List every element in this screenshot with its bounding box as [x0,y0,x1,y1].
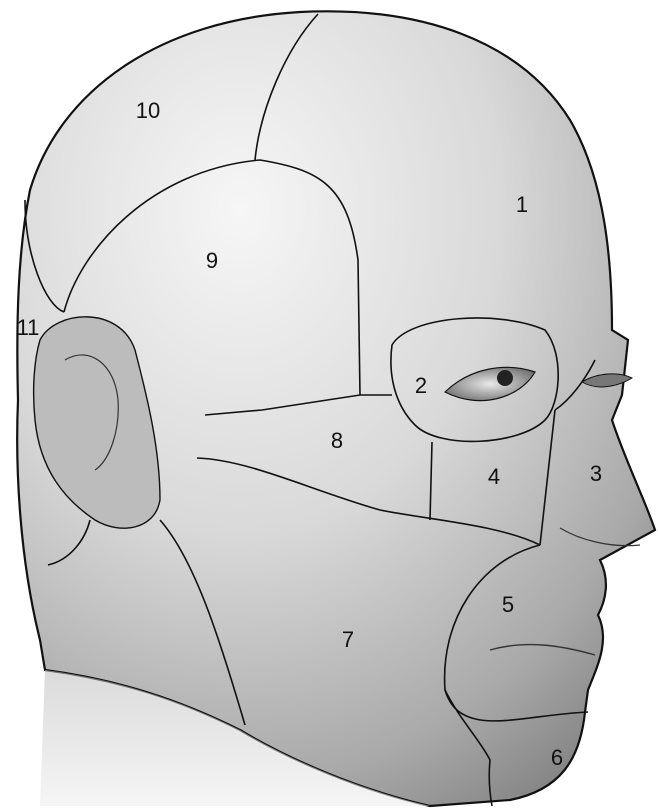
region-label-4: 4 [488,464,500,489]
region-label-2: 2 [415,373,427,398]
region-label-10: 10 [136,98,160,123]
region-label-7: 7 [342,627,354,652]
region-label-8: 8 [331,428,343,453]
region-label-6: 6 [551,745,563,770]
region-label-3: 3 [590,461,602,486]
region-label-9: 9 [206,248,218,273]
region-label-5: 5 [502,592,514,617]
eye-iris [497,370,513,386]
region-label-1: 1 [516,192,528,217]
region-label-11: 11 [17,315,40,340]
